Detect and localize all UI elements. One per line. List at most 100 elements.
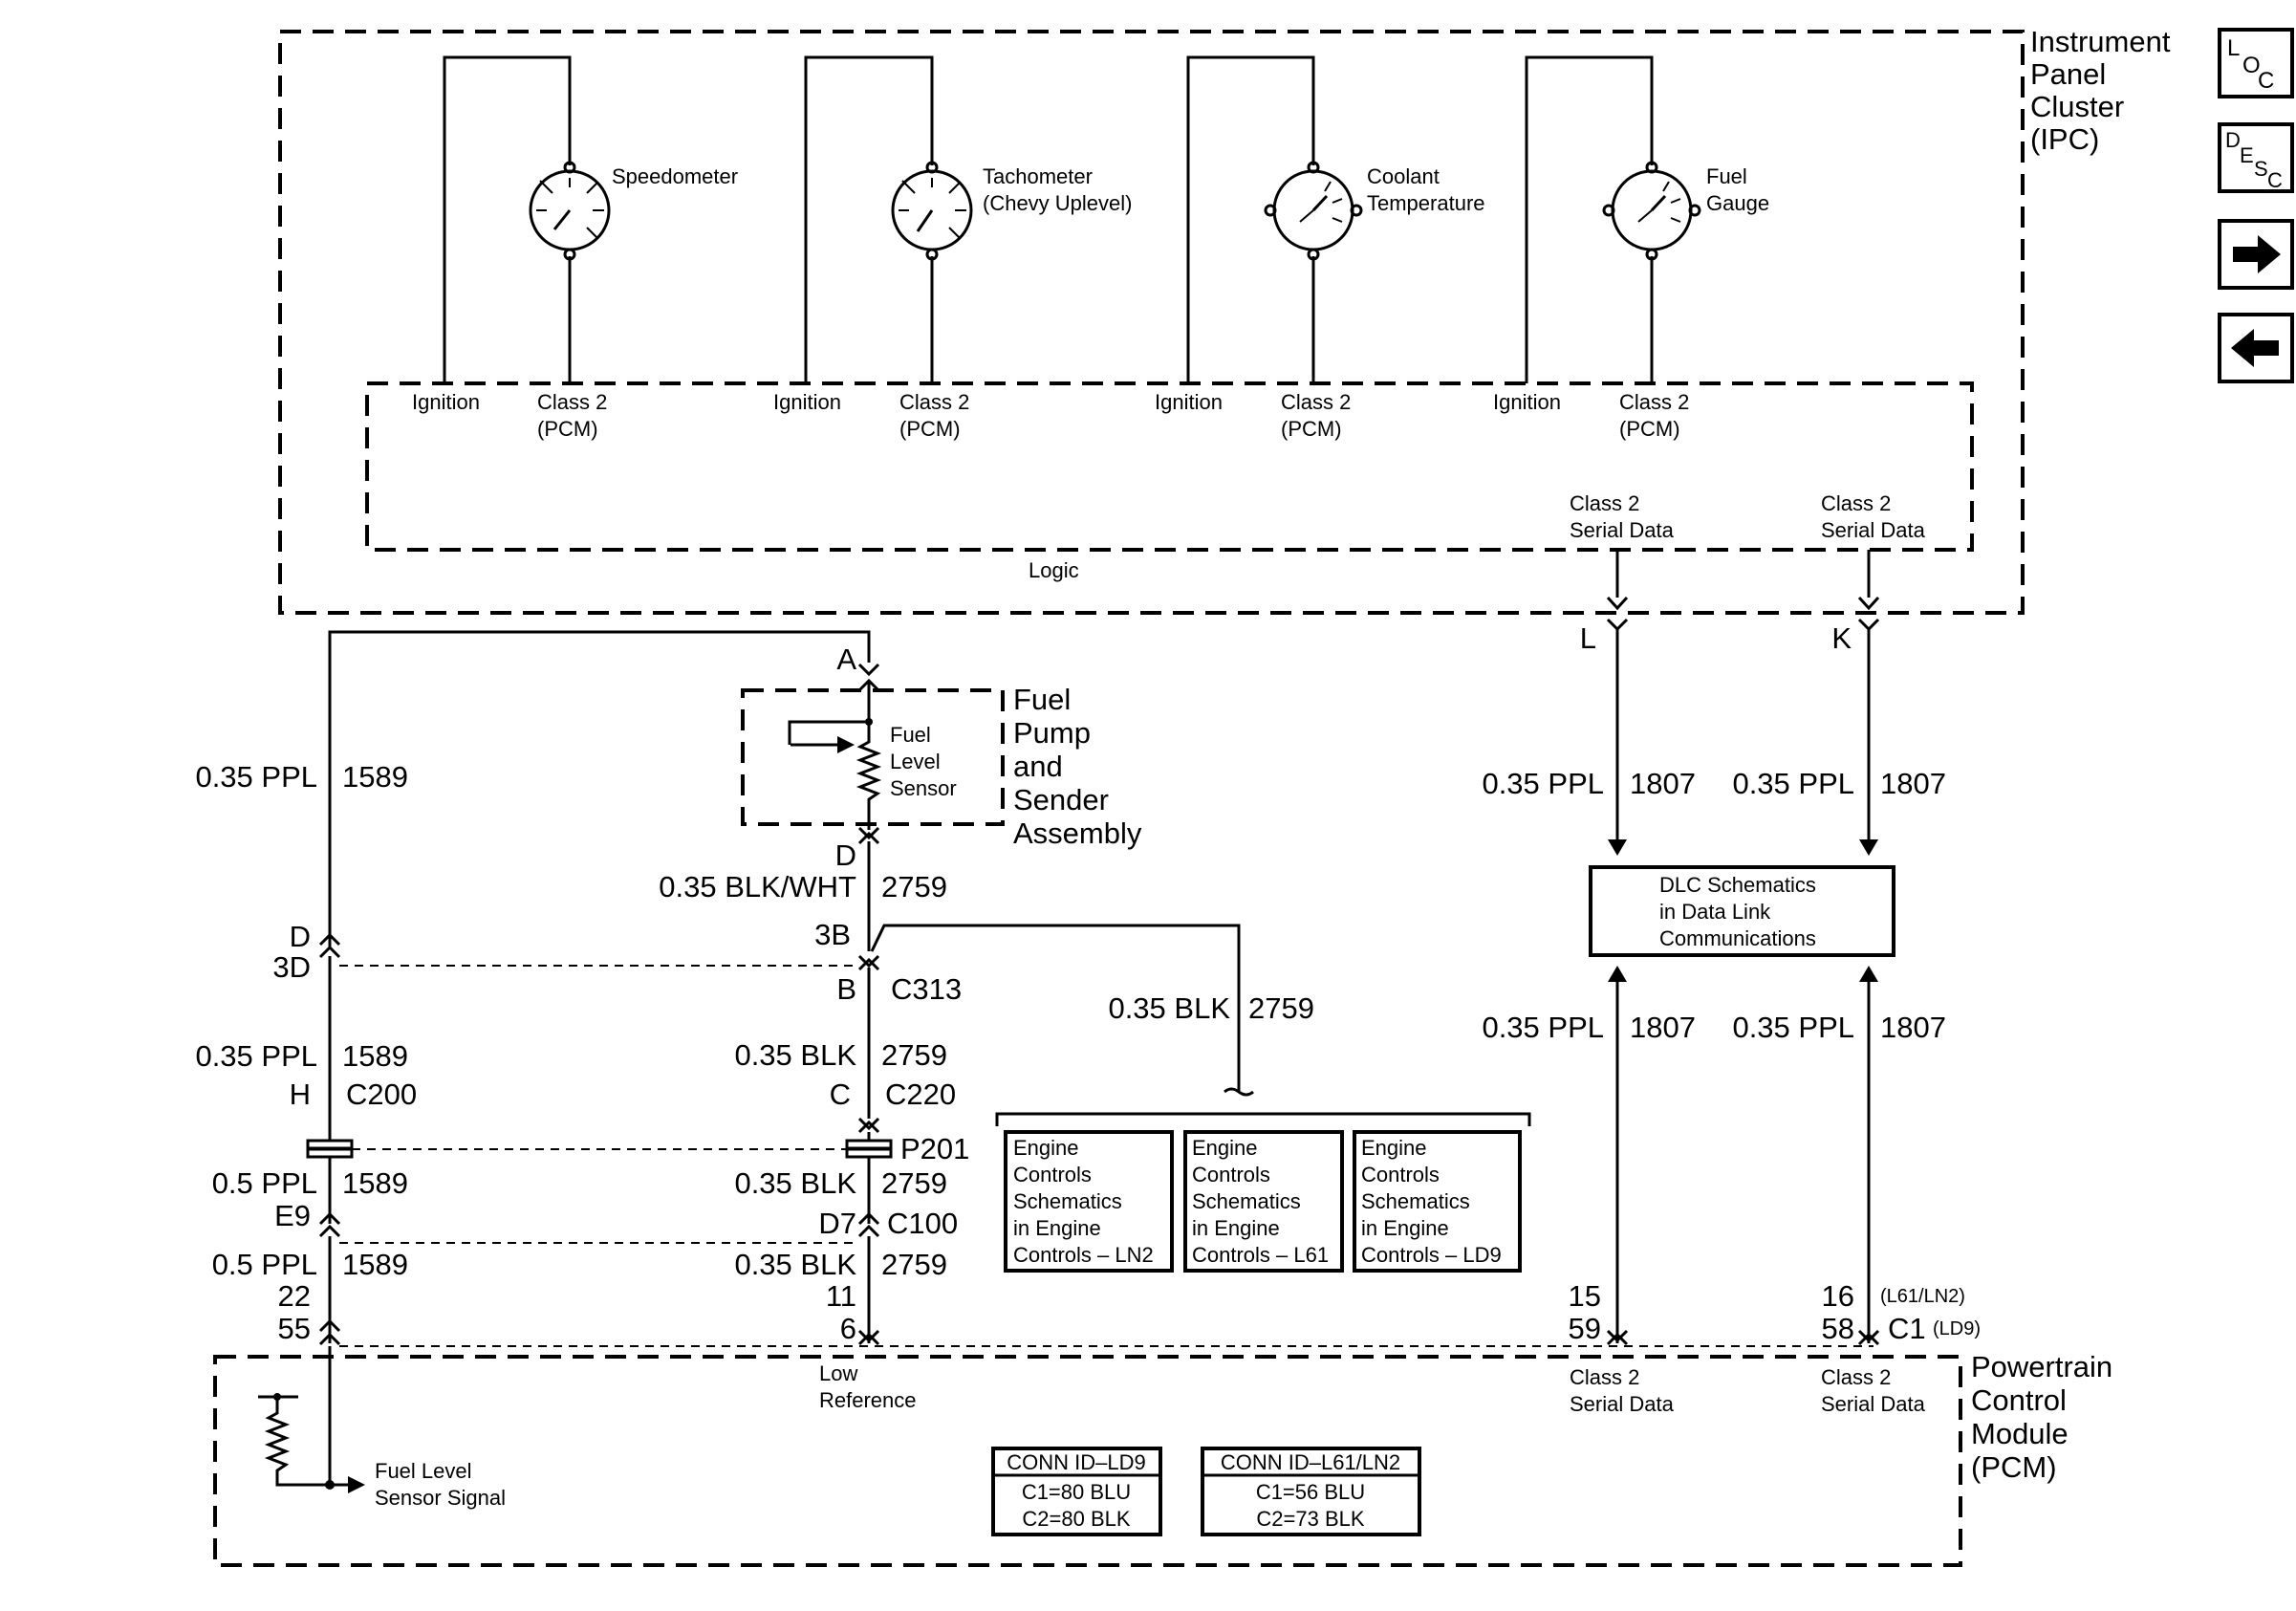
fuel-gauge: [1525, 55, 1701, 383]
svg-text:D: D: [2225, 128, 2241, 152]
low-reference-label: Reference: [819, 1388, 917, 1412]
svg-text:S: S: [2254, 157, 2268, 181]
svg-text:Panel: Panel: [2030, 57, 2106, 91]
arrow-right-icon: [2233, 235, 2281, 273]
gauge-right-label: (PCM): [1281, 417, 1342, 441]
dlc-schematics-box[interactable]: DLC Schematics in Data Link Communicatio…: [1589, 865, 1895, 957]
gauge-name: Speedometer: [612, 164, 738, 188]
engine-box-ld9[interactable]: Engine Controls Schematics in Engine Con…: [1353, 1130, 1522, 1273]
gauge-right-label: Class 2: [1619, 390, 1689, 414]
pin-label: A: [836, 642, 856, 676]
wire-gauge-label: 0.5 PPL: [212, 1166, 317, 1200]
wire-circuit-label: 2759: [881, 1166, 947, 1200]
pin-label: D: [290, 920, 311, 953]
connector-label: C220: [885, 1078, 956, 1111]
pcm-serial-label: Serial Data: [1570, 1392, 1675, 1416]
pin-label: E9: [274, 1199, 311, 1232]
connector-label: C200: [346, 1078, 417, 1111]
speedometer-gauge: [443, 55, 611, 383]
wire-gauge-label: 0.35 BLK: [734, 1038, 856, 1072]
svg-text:in Engine: in Engine: [1192, 1216, 1280, 1240]
ipc-serial-label: Serial Data: [1570, 518, 1675, 542]
svg-text:Pump: Pump: [1013, 716, 1091, 750]
gauge-right-label: (PCM): [1619, 417, 1680, 441]
pcm-serial-label: Serial Data: [1821, 1392, 1926, 1416]
pin-label: 58: [1822, 1312, 1854, 1345]
ipc-serial-label: Class 2: [1821, 491, 1891, 515]
svg-text:Schematics: Schematics: [1361, 1189, 1470, 1213]
svg-text:CONN ID–L61/LN2: CONN ID–L61/LN2: [1221, 1450, 1400, 1474]
left-wire: [306, 630, 871, 1346]
wire-gauge-label: 0.35 PPL: [1732, 1011, 1854, 1044]
wire-circuit-label: 1589: [342, 1039, 408, 1073]
pcm-serial-label: Class 2: [1570, 1365, 1639, 1389]
wire-gauge-label: 0.35 BLK: [734, 1248, 856, 1281]
svg-text:Communications: Communications: [1659, 926, 1816, 950]
pin-label: 3B: [814, 918, 851, 951]
svg-text:Fuel: Fuel: [1013, 683, 1071, 716]
svg-text:in Engine: in Engine: [1013, 1216, 1101, 1240]
loc-button[interactable]: L O C: [2218, 28, 2294, 98]
gauge-name: (Chevy Uplevel): [983, 191, 1133, 215]
gauge-left-label: Ignition: [1493, 390, 1561, 414]
arrow-left-icon: [2231, 329, 2279, 367]
conn-id-l61-box: CONN ID–L61/LN2 C1=56 BLU C2=73 BLK: [1201, 1447, 1421, 1536]
sensor-label: Fuel: [890, 723, 931, 747]
gauge-left-label: Ignition: [412, 390, 480, 414]
connector-label: P201: [900, 1132, 969, 1165]
pin-label: 16: [1822, 1279, 1854, 1313]
svg-text:L: L: [2227, 35, 2240, 61]
gauge-right-label: Class 2: [1281, 390, 1351, 414]
pin-label: 59: [1569, 1312, 1601, 1345]
next-button[interactable]: [2218, 219, 2294, 290]
wire-gauge-label: 0.35 PPL: [1482, 1011, 1604, 1044]
engine-box-l61[interactable]: Engine Controls Schematics in Engine Con…: [1183, 1130, 1344, 1273]
svg-text:Control: Control: [1971, 1383, 2067, 1417]
desc-button[interactable]: D E S C: [2218, 122, 2294, 193]
svg-text:Controls – LD9: Controls – LD9: [1361, 1243, 1502, 1267]
svg-text:Controls: Controls: [1013, 1163, 1092, 1186]
wire-circuit-label: 2759: [1248, 991, 1314, 1025]
pin-label: L: [1580, 621, 1596, 655]
wire-circuit-label: 1807: [1880, 1011, 1946, 1044]
svg-text:C: C: [2267, 168, 2283, 192]
pcm-label: Powertrain Control Module (PCM): [1971, 1350, 2112, 1484]
gauge-left-label: Ignition: [1155, 390, 1223, 414]
wire-circuit-label: 1807: [1630, 1011, 1696, 1044]
svg-text:Schematics: Schematics: [1192, 1189, 1301, 1213]
engine-box-ln2[interactable]: Engine Controls Schematics in Engine Con…: [1004, 1130, 1174, 1273]
pin-label: 3D: [272, 950, 311, 984]
svg-text:Engine: Engine: [1361, 1136, 1427, 1160]
ipc-serial-label: Class 2: [1570, 491, 1639, 515]
svg-text:Powertrain: Powertrain: [1971, 1350, 2112, 1383]
gauge-name: Tachometer: [983, 164, 1093, 188]
svg-text:in Data Link: in Data Link: [1659, 900, 1771, 924]
wire-gauge-label: 0.35 BLK: [734, 1166, 856, 1200]
wire-circuit-label: 2759: [881, 1248, 947, 1281]
gauge-left-label: Ignition: [773, 390, 841, 414]
svg-text:Cluster: Cluster: [2030, 90, 2124, 123]
fuel-pump-label: Fuel Pump and Sender Assembly: [1013, 683, 1142, 850]
tachometer-gauge: [804, 55, 973, 383]
fuel-signal-label: Fuel Level: [375, 1459, 472, 1483]
back-button[interactable]: [2218, 313, 2294, 383]
svg-text:E: E: [2240, 143, 2254, 167]
svg-text:Controls – L61: Controls – L61: [1192, 1243, 1329, 1267]
svg-text:C1=56 BLU: C1=56 BLU: [1256, 1480, 1365, 1504]
svg-text:Assembly: Assembly: [1013, 816, 1142, 850]
gauge-right-label: (PCM): [899, 417, 961, 441]
svg-text:Controls – LN2: Controls – LN2: [1013, 1243, 1154, 1267]
pin-label: B: [836, 972, 856, 1006]
svg-text:(IPC): (IPC): [2030, 122, 2099, 156]
pin-label: D: [835, 838, 856, 872]
svg-text:C: C: [2258, 68, 2274, 94]
svg-text:in Engine: in Engine: [1361, 1216, 1449, 1240]
pin-label: 11: [826, 1279, 856, 1313]
wire-gauge-label: 0.35 BLK/WHT: [659, 870, 856, 903]
pin-label: C: [830, 1078, 851, 1111]
pin-note: (LD9): [1933, 1318, 1981, 1339]
gauge-right-label: Class 2: [899, 390, 969, 414]
gauge-name: Gauge: [1706, 191, 1769, 215]
fuel-signal-label: Sensor Signal: [375, 1486, 506, 1510]
